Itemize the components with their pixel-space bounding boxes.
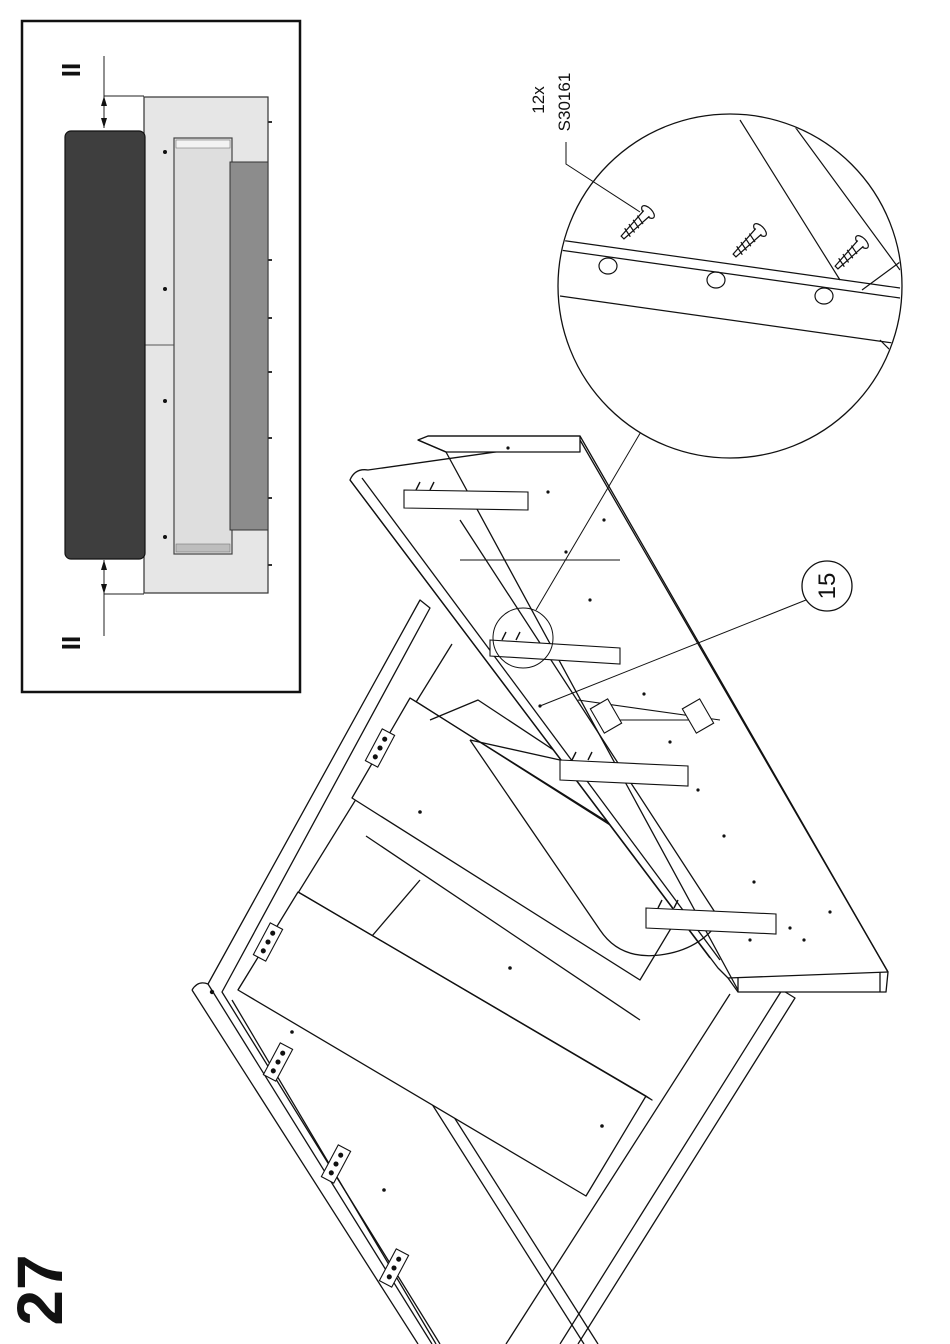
- gap-detail-inset: II II: [22, 21, 300, 692]
- inset-cushion: [65, 131, 145, 559]
- inset-inner-board: [174, 138, 232, 554]
- gap-marker-top: II: [56, 63, 86, 77]
- inset-side-rail: [230, 162, 268, 530]
- screw-part-code: S30161: [555, 73, 574, 132]
- step-number: 27: [4, 1254, 76, 1325]
- part-number-label: 15: [814, 573, 841, 600]
- screw-quantity: 12x: [529, 86, 548, 114]
- screw-detail-magnifier: [558, 114, 902, 458]
- gap-marker-bottom: II: [56, 636, 86, 650]
